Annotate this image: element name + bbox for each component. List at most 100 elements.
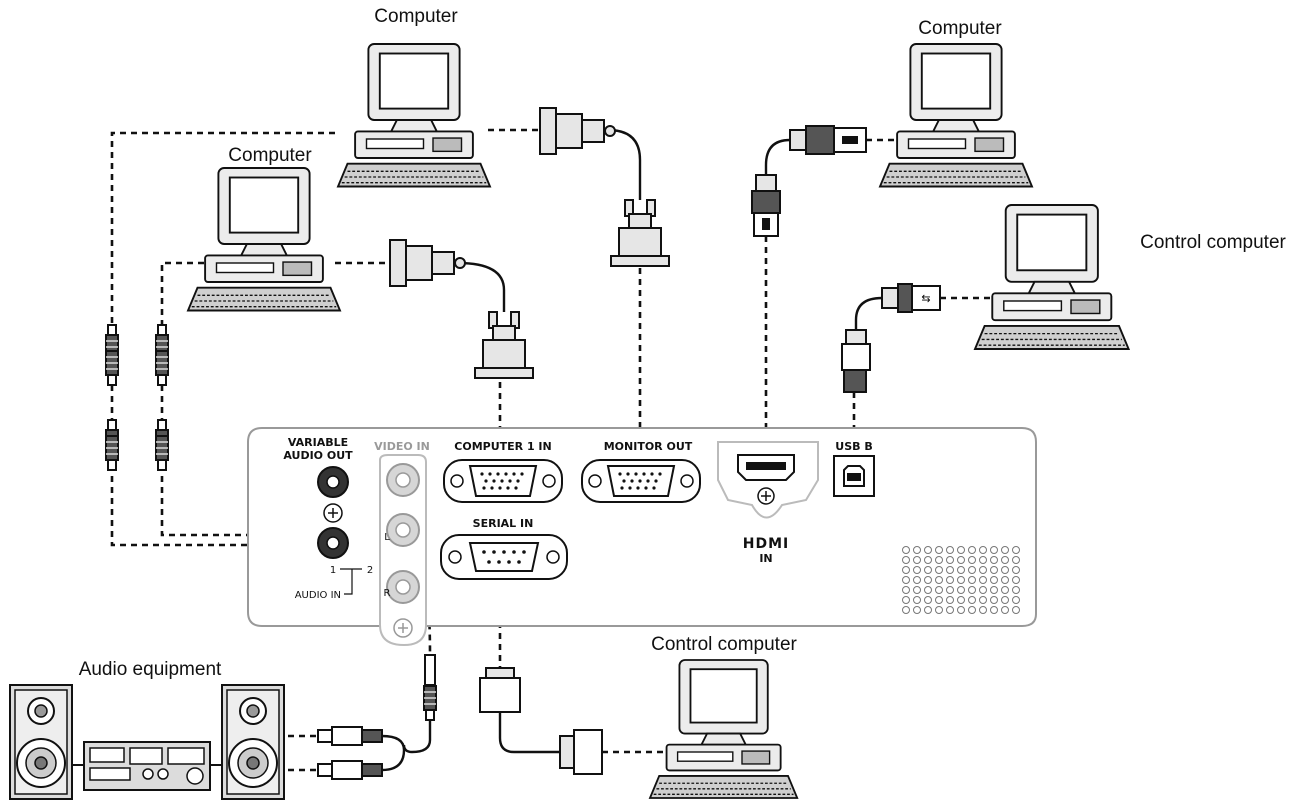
vent-hole — [968, 586, 976, 594]
vent-hole — [913, 576, 921, 584]
vent-hole — [935, 586, 943, 594]
vent-hole — [979, 596, 987, 604]
audio-in-1-label: 1 — [330, 565, 336, 576]
audio-r-label: R — [384, 588, 391, 599]
rca-plug-bottom-icon — [317, 760, 383, 780]
vent-hole — [1001, 586, 1009, 594]
audio-in-label: AUDIO IN — [295, 590, 341, 601]
variable-label: VARIABLE — [288, 436, 348, 449]
vent-hole — [902, 596, 910, 604]
vent-hole — [957, 586, 965, 594]
usb-a-plug-horizontal-icon — [789, 125, 867, 155]
vent-hole — [968, 546, 976, 554]
vent-hole — [902, 586, 910, 594]
audio-out-label: AUDIO OUT — [283, 449, 353, 462]
vent-hole — [924, 566, 932, 574]
vent-hole — [1012, 596, 1020, 604]
vent-grille — [902, 546, 1020, 614]
video-in-port — [386, 463, 420, 497]
computer-top-icon — [337, 43, 491, 188]
usb-b-port — [833, 455, 875, 497]
computer1-in-port — [443, 459, 563, 503]
vent-hole — [979, 546, 987, 554]
vent-hole — [935, 596, 943, 604]
vent-hole — [935, 606, 943, 614]
vent-hole — [946, 556, 954, 564]
vent-hole — [935, 556, 943, 564]
audio-l-label: L — [384, 532, 390, 543]
vent-hole — [1012, 586, 1020, 594]
vent-hole — [902, 606, 910, 614]
svg-text:⇆: ⇆ — [921, 292, 930, 305]
computer-top-label: Computer — [374, 6, 458, 27]
vent-hole — [902, 566, 910, 574]
vent-hole — [1001, 556, 1009, 564]
monitor-out-port — [581, 459, 701, 503]
vent-hole — [946, 546, 954, 554]
monitor-out-label: MONITOR OUT — [604, 440, 693, 453]
vent-hole — [913, 546, 921, 554]
vent-hole — [1001, 596, 1009, 604]
serial-in-port — [440, 534, 568, 580]
vent-hole — [1012, 556, 1020, 564]
vent-hole — [990, 596, 998, 604]
miniplug-right-bottom2-icon — [155, 435, 169, 471]
vent-hole — [913, 586, 921, 594]
vent-hole — [935, 566, 943, 574]
vent-hole — [924, 546, 932, 554]
computer-right-icon — [879, 43, 1033, 188]
vent-hole — [924, 606, 932, 614]
usb-b-label: USB B — [835, 440, 872, 453]
vent-hole — [1001, 576, 1009, 584]
vent-hole — [968, 576, 976, 584]
vent-hole — [957, 546, 965, 554]
audio-equipment-icon — [9, 684, 285, 800]
miniplug-right-top2-icon — [155, 350, 169, 386]
vent-hole — [957, 556, 965, 564]
vent-hole — [1012, 606, 1020, 614]
audio-in-l-port — [386, 513, 420, 547]
serial-plug-computer-icon — [559, 729, 603, 775]
audio-equipment-label: Audio equipment — [79, 659, 222, 680]
computer-mid-icon — [187, 167, 341, 312]
vent-hole — [968, 556, 976, 564]
vent-hole — [990, 546, 998, 554]
variable-audio-out-port — [317, 466, 349, 498]
vent-hole — [990, 566, 998, 574]
vent-hole — [1012, 566, 1020, 574]
vent-hole — [957, 566, 965, 574]
vent-hole — [924, 596, 932, 604]
control-computer-right-icon — [974, 204, 1130, 350]
vent-hole — [924, 576, 932, 584]
audio-in-r-port — [386, 570, 420, 604]
vent-hole — [946, 586, 954, 594]
hdmi-in-port — [737, 454, 795, 505]
dsub-connector-top-icon — [539, 107, 616, 155]
vent-hole — [913, 606, 921, 614]
computer-right-label: Computer — [918, 18, 1002, 39]
vent-hole — [957, 576, 965, 584]
rca-plug-top-icon — [317, 726, 383, 746]
audio-in-port — [317, 527, 349, 559]
vent-hole — [935, 546, 943, 554]
vent-hole — [1001, 566, 1009, 574]
computer-mid-label: Computer — [228, 145, 312, 166]
hdmi-logo: HDMI — [743, 536, 789, 552]
vent-hole — [979, 576, 987, 584]
vent-hole — [979, 556, 987, 564]
vent-hole — [990, 606, 998, 614]
vent-hole — [979, 566, 987, 574]
vent-hole — [1001, 546, 1009, 554]
vent-hole — [913, 566, 921, 574]
usb-a-plug-vertical-icon — [751, 174, 781, 237]
vent-hole — [946, 576, 954, 584]
miniplug-audio-out-icon — [423, 685, 437, 721]
control-computer-right-label: Control computer — [1140, 232, 1286, 253]
miniplug-left-top2-icon — [105, 350, 119, 386]
vent-hole — [979, 586, 987, 594]
usb-a-plug-control-icon: ⇆ — [881, 283, 941, 313]
serial-in-label: SERIAL IN — [473, 517, 534, 530]
computer1-in-label: COMPUTER 1 IN — [454, 440, 551, 453]
vent-hole — [990, 576, 998, 584]
vent-hole — [1012, 546, 1020, 554]
